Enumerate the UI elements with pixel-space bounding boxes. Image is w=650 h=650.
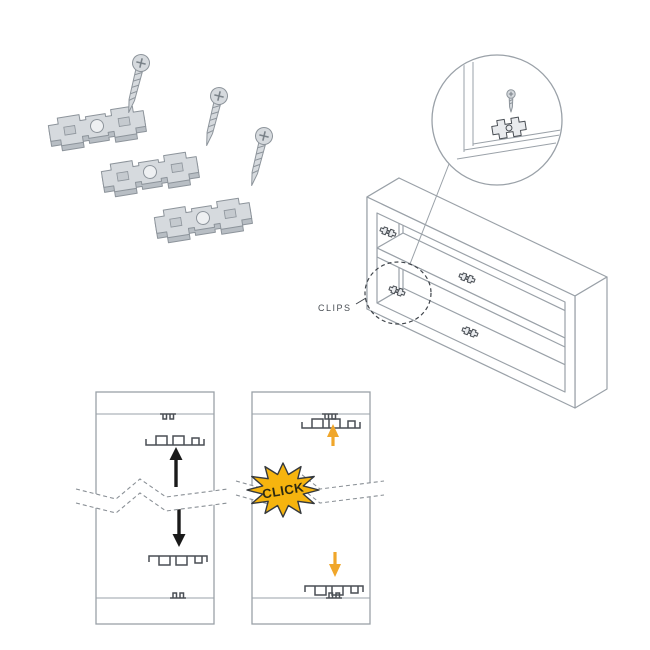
clips-label-line — [355, 297, 367, 305]
cabinet-front-frame — [366, 196, 576, 409]
clips-location-dashed-circle — [364, 261, 432, 325]
clip-part — [46, 104, 148, 153]
arrow-up-yellow-icon — [327, 424, 339, 446]
step-panels: CLICK — [75, 391, 385, 625]
clip-part — [99, 150, 201, 199]
cabinet-right-face — [574, 276, 608, 409]
hardware-parts — [46, 51, 276, 245]
detail-zoom-circle — [431, 54, 563, 186]
cabinet-isometric — [366, 177, 608, 409]
callout-leader-line — [409, 163, 450, 265]
clips-label: CLIPS — [318, 303, 352, 313]
panel-break-left — [75, 478, 229, 514]
clip-part — [152, 196, 254, 245]
click-label: CLICK — [261, 479, 305, 501]
click-burst: CLICK — [246, 462, 320, 518]
arrow-down-icon — [172, 507, 186, 547]
screw-part — [197, 84, 231, 149]
cabinet-shelf-front — [377, 247, 565, 348]
detail-callout: CLIPS — [318, 54, 563, 325]
arrow-up-icon — [169, 447, 183, 487]
clip-installed — [460, 325, 480, 339]
arrow-down-yellow-icon — [329, 552, 341, 577]
screw-part — [119, 51, 153, 116]
detail-zoom-content — [456, 58, 561, 160]
screw-part — [242, 124, 276, 189]
screw-detail — [506, 89, 516, 113]
